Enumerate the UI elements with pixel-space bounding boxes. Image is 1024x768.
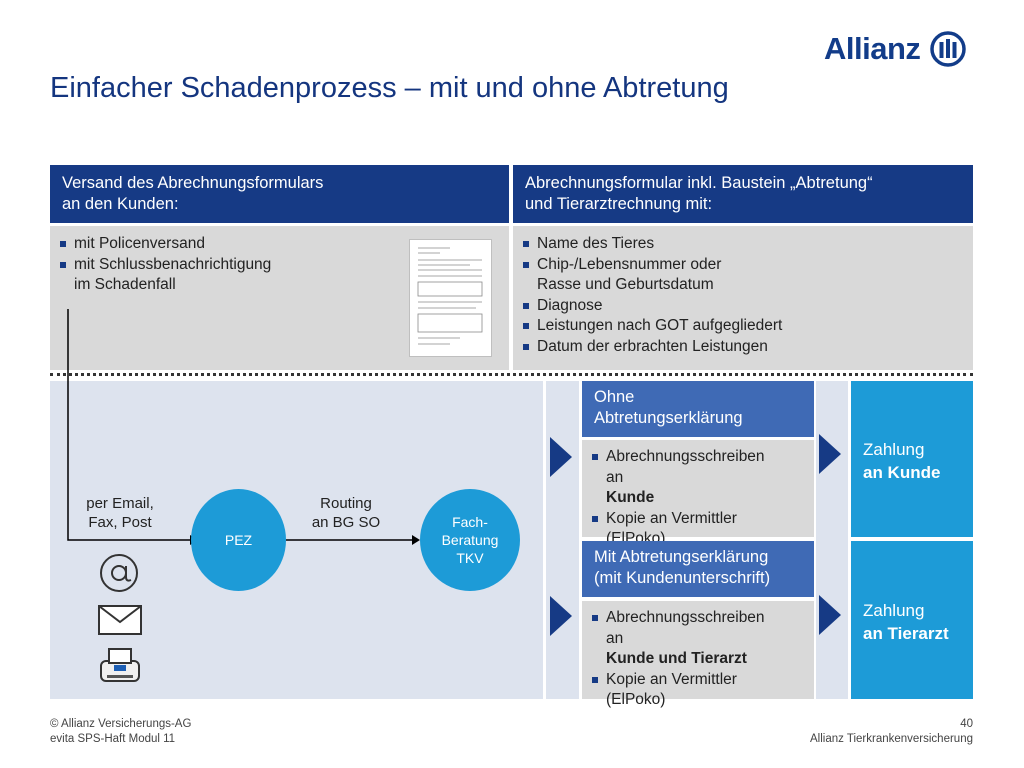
right-header-line1: Abrechnungsformular inkl. Baustein „Abtr…: [525, 174, 873, 192]
footer-left: © Allianz Versicherungs-AG evita SPS-Haf…: [50, 717, 191, 747]
right-header-line2: und Tierarztrechnung mit:: [525, 195, 713, 213]
list-item: Abrechnungsschreiben an Kunde und Tierar…: [590, 608, 814, 670]
form-thumbnail: [409, 239, 492, 357]
copyright-text: © Allianz Versicherungs-AG: [50, 718, 192, 730]
allianz-eagle-icon: [930, 31, 967, 67]
left-bullet-list: mit Policenversand mit Schlussbenachrich…: [58, 234, 509, 296]
right-header: Abrechnungsformular inkl. Baustein „Abtr…: [513, 165, 973, 223]
routing-label: Routing an BG SO: [311, 495, 381, 531]
list-item: Datum der erbrachten Leistungen: [521, 337, 973, 358]
ohne-content: Abrechnungsschreiben an Kunde Kopie an V…: [582, 440, 814, 547]
envelope-icon: [98, 605, 142, 635]
fach-beratung-node: Fach- Beratung TKV: [420, 489, 520, 591]
footer-right: 40 Allianz Tierkrankenversicherung: [760, 717, 973, 747]
payment-kunde: Zahlung an Kunde: [851, 381, 973, 537]
at-sign-icon: [100, 554, 138, 592]
list-item: Diagnose: [521, 296, 973, 317]
ohne-header: Ohne Abtretungserklärung: [582, 381, 814, 437]
list-item: mit Policenversand: [58, 234, 509, 255]
arrow-right-icon: [550, 437, 572, 477]
arrow-column-2: [816, 381, 848, 699]
arrow-right-icon: [819, 595, 841, 635]
list-item: Kopie an Vermittler (ElPoko): [590, 670, 814, 711]
logo-wordmark: Allianz: [824, 31, 921, 66]
payment-tierarzt: Zahlung an Tierarzt: [851, 541, 973, 699]
dotted-separator: [50, 373, 973, 376]
list-item: Leistungen nach GOT aufgegliedert: [521, 316, 973, 337]
arrow-right-icon: [819, 434, 841, 474]
pez-node: PEZ: [191, 489, 286, 591]
left-header-line2: an den Kunden:: [62, 195, 179, 213]
fax-icon: [100, 648, 140, 682]
list-item: Abrechnungsschreiben an Kunde: [590, 447, 814, 509]
arrow-right-icon: [550, 596, 572, 636]
page-number: 40: [960, 718, 973, 730]
slide-title: Einfacher Schadenprozess – mit und ohne …: [50, 72, 729, 104]
mit-header: Mit Abtretungserklärung (mit Kundenunter…: [582, 541, 814, 597]
allianz-logo: Allianz: [824, 30, 974, 68]
module-text: evita SPS-Haft Modul 11: [50, 733, 176, 745]
channel-label: per Email, Fax, Post: [86, 495, 154, 531]
left-header-line1: Versand des Abrechnungsformulars: [62, 174, 324, 192]
form-document-icon: [417, 247, 483, 345]
arrow-column-1: [546, 381, 579, 699]
list-item: Name des Tieres: [521, 234, 973, 255]
left-header: Versand des Abrechnungsformulars an den …: [50, 165, 509, 223]
org-text: Allianz Tierkrankenversicherung: [810, 733, 973, 745]
mit-content: Abrechnungsschreiben an Kunde und Tierar…: [582, 601, 814, 708]
